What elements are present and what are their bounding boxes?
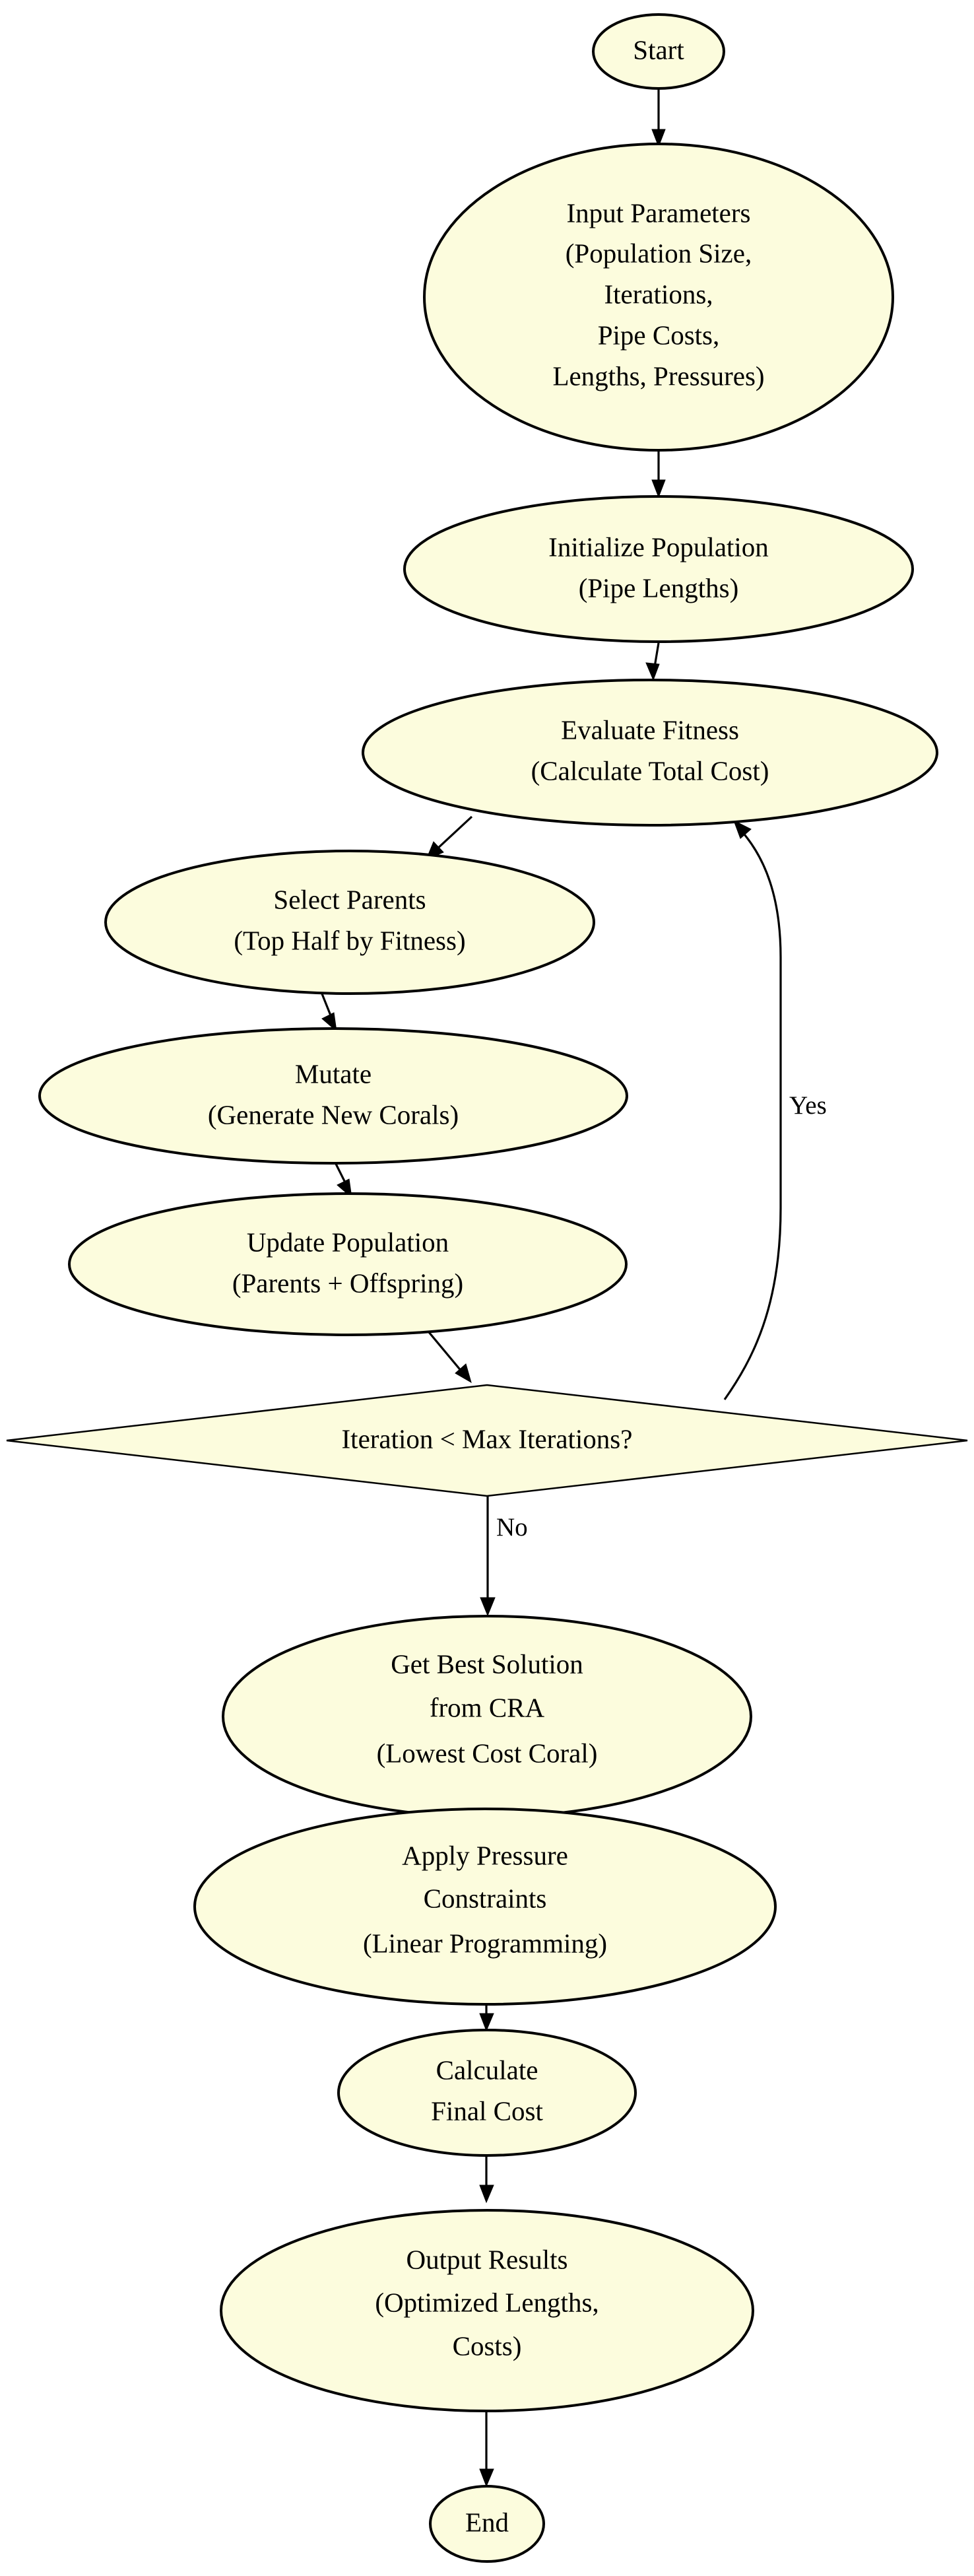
- edge-label-no: No: [496, 1513, 528, 1542]
- node-output-results-label-line3: Costs): [453, 2330, 522, 2361]
- edge-label-yes: Yes: [789, 1091, 827, 1120]
- node-input-parameters[interactable]: Input Parameters (Population Size, Itera…: [423, 143, 894, 452]
- node-calculate-final-cost[interactable]: Calculate Final Cost: [337, 2029, 637, 2157]
- node-apply-pressure-constraints-ellipse[interactable]: [193, 1808, 777, 2006]
- node-mutate-ellipse[interactable]: [38, 1027, 628, 1165]
- node-select-parents-label-line1: Select Parents: [273, 884, 426, 914]
- node-initialize-population[interactable]: Initialize Population (Pipe Lengths): [403, 495, 914, 643]
- node-input-parameters-label-line1: Input Parameters: [567, 197, 751, 228]
- node-iteration-check-label: Iteration < Max Iterations?: [342, 1423, 633, 1454]
- node-initialize-population-label-line2: (Pipe Lengths): [579, 572, 739, 603]
- node-output-results[interactable]: Output Results (Optimized Lengths, Costs…: [220, 2209, 754, 2412]
- edge-output-results-to-end: [479, 2411, 494, 2488]
- edge-iteration-check-to-get-best-solution-no: [480, 1497, 496, 1617]
- node-update-population-label-line1: Update Population: [247, 1227, 449, 1257]
- edge-calculate-final-cost-to-output-results: [479, 2155, 494, 2204]
- node-initialize-population-ellipse[interactable]: [403, 495, 914, 643]
- node-mutate-label-line1: Mutate: [295, 1058, 372, 1089]
- edge-layer: [320, 90, 782, 2488]
- node-output-results-label-line2: (Optimized Lengths,: [375, 2287, 599, 2317]
- node-select-parents-label-line2: (Top Half by Fitness): [234, 925, 465, 955]
- node-get-best-solution[interactable]: Get Best Solution from CRA (Lowest Cost …: [222, 1615, 752, 1818]
- node-input-parameters-ellipse[interactable]: [423, 143, 894, 452]
- edge-initialize-population-to-evaluate-fitness: [645, 642, 660, 681]
- node-apply-pressure-constraints[interactable]: Apply Pressure Constraints (Linear Progr…: [193, 1808, 777, 2006]
- node-get-best-solution-label-line2: from CRA: [430, 1692, 545, 1722]
- node-update-population[interactable]: Update Population (Parents + Offspring): [68, 1192, 628, 1336]
- node-end-ellipse[interactable]: [429, 2485, 545, 2563]
- node-end[interactable]: End: [429, 2485, 545, 2563]
- node-start-ellipse[interactable]: [592, 13, 725, 90]
- node-get-best-solution-label-line1: Get Best Solution: [391, 1648, 583, 1679]
- node-update-population-label-line2: (Parents + Offspring): [232, 1268, 463, 1298]
- node-apply-pressure-constraints-label-line2: Constraints: [424, 1883, 547, 1913]
- node-calculate-final-cost-label-line2: Final Cost: [431, 2095, 543, 2126]
- node-evaluate-fitness-ellipse[interactable]: [362, 679, 938, 827]
- node-iteration-check-diamond[interactable]: [6, 1384, 968, 1497]
- node-end-label: End: [465, 2507, 509, 2537]
- edge-label-layer: Yes No: [496, 1091, 827, 1542]
- node-output-results-label-line1: Output Results: [406, 2244, 568, 2274]
- node-output-results-ellipse[interactable]: [220, 2209, 754, 2412]
- node-initialize-population-label-line1: Initialize Population: [548, 531, 769, 562]
- node-input-parameters-label-line4: Pipe Costs,: [598, 320, 720, 350]
- node-input-parameters-label-line5: Lengths, Pressures): [552, 360, 764, 391]
- edge-iteration-check-to-evaluate-fitness-yes: [723, 819, 782, 1400]
- node-input-parameters-label-line2: (Population Size,: [566, 238, 752, 268]
- node-start-label: Start: [633, 34, 684, 65]
- node-mutate-label-line2: (Generate New Corals): [208, 1099, 459, 1130]
- node-calculate-final-cost-ellipse[interactable]: [337, 2029, 637, 2157]
- edge-select-parents-to-mutate: [320, 992, 337, 1033]
- node-layer: Start Input Parameters (Population Size,…: [6, 13, 968, 2563]
- node-calculate-final-cost-label-line1: Calculate: [436, 2054, 538, 2085]
- edge-apply-pressure-constraints-to-calculate-final-cost: [479, 2005, 494, 2032]
- edge-start-to-input-parameters: [651, 90, 666, 148]
- node-update-population-ellipse[interactable]: [68, 1192, 628, 1336]
- node-evaluate-fitness-label-line1: Evaluate Fitness: [561, 714, 739, 745]
- node-evaluate-fitness[interactable]: Evaluate Fitness (Calculate Total Cost): [362, 679, 938, 827]
- node-input-parameters-label-line3: Iterations,: [604, 279, 713, 309]
- edge-evaluate-fitness-to-select-parents: [426, 815, 473, 860]
- node-get-best-solution-label-line3: (Lowest Cost Coral): [377, 1738, 598, 1768]
- node-select-parents[interactable]: Select Parents (Top Half by Fitness): [104, 850, 595, 995]
- node-iteration-check[interactable]: Iteration < Max Iterations?: [6, 1384, 968, 1497]
- node-apply-pressure-constraints-label-line3: (Linear Programming): [363, 1928, 607, 1958]
- node-start[interactable]: Start: [592, 13, 725, 90]
- node-evaluate-fitness-label-line2: (Calculate Total Cost): [531, 755, 769, 786]
- node-mutate[interactable]: Mutate (Generate New Corals): [38, 1027, 628, 1165]
- edge-input-parameters-to-initialize-population: [651, 452, 666, 498]
- node-apply-pressure-constraints-label-line1: Apply Pressure: [402, 1840, 568, 1870]
- node-select-parents-ellipse[interactable]: [104, 850, 595, 995]
